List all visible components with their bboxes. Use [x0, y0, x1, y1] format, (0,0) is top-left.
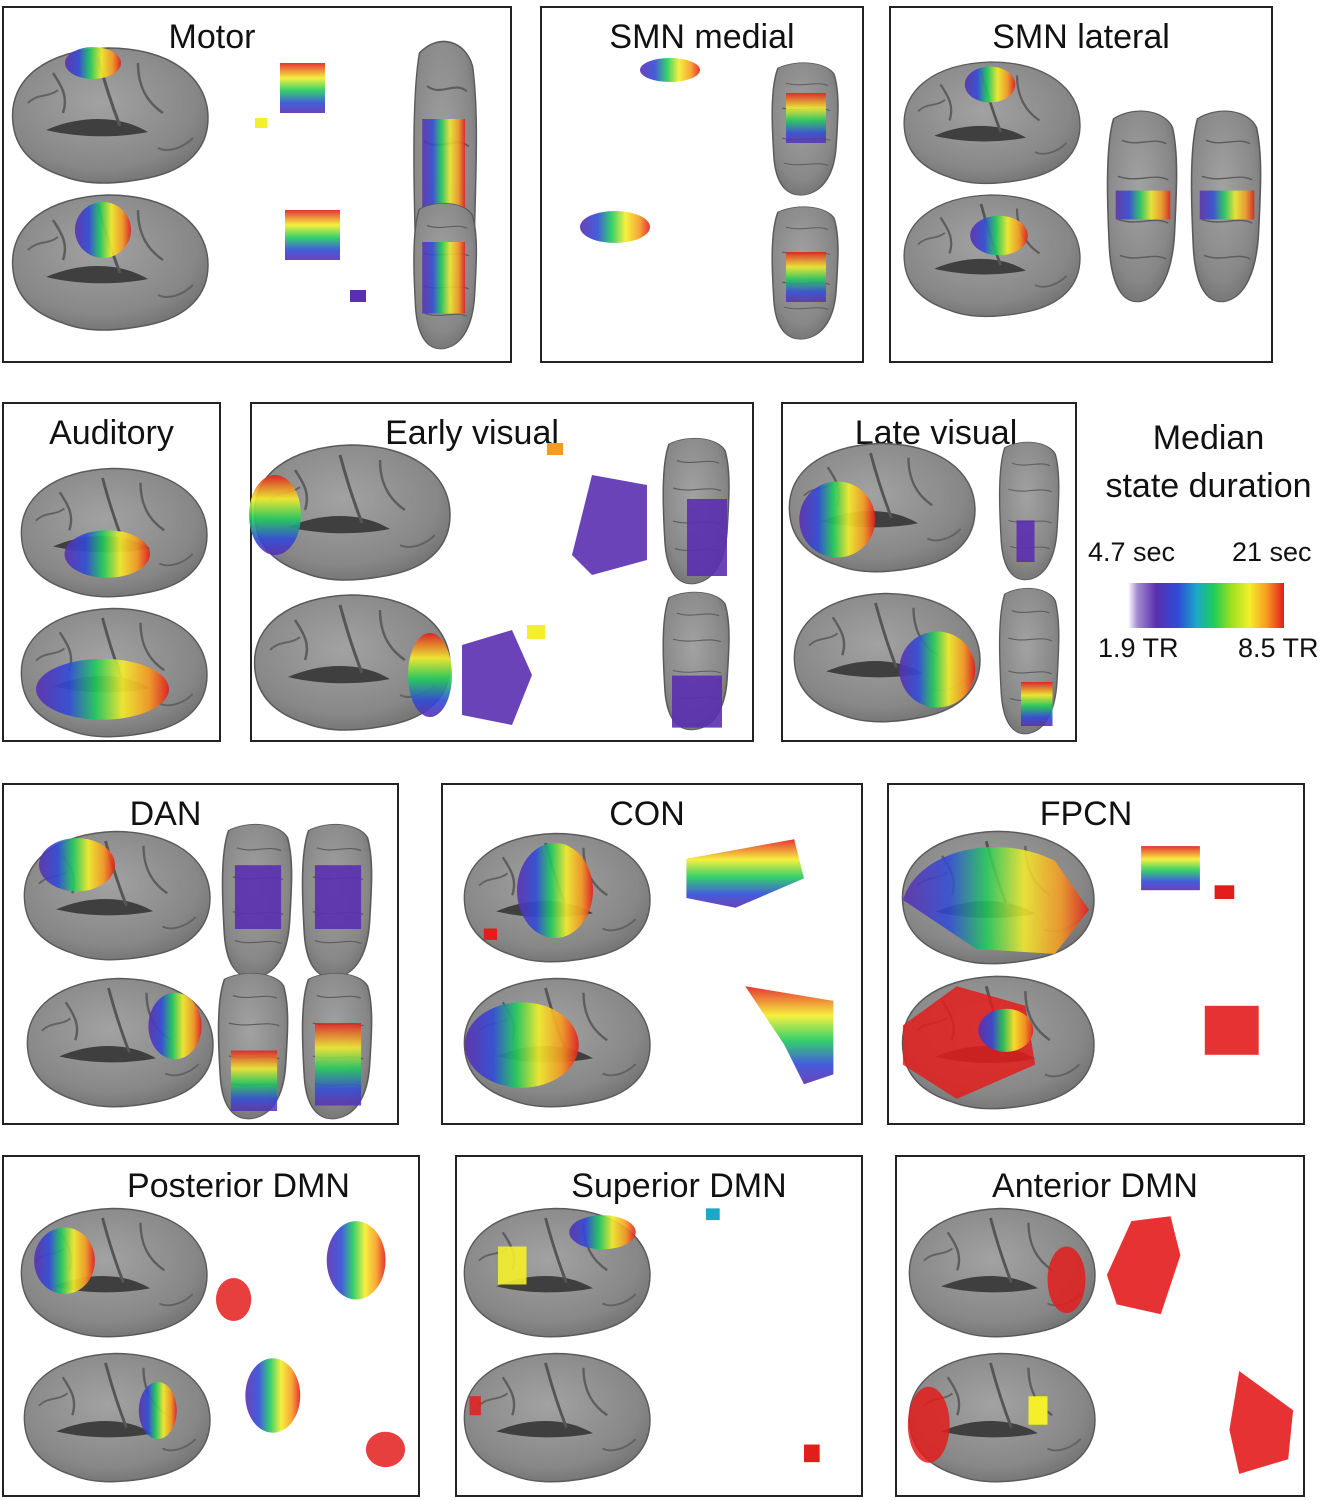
- panel-title-smn-medial: SMN medial: [609, 18, 795, 56]
- con-lh-lateral: [462, 832, 652, 964]
- fpcn-rh-lateral: [901, 974, 1096, 1111]
- smn-medial-lh-dorsal: [771, 61, 839, 197]
- smn-medial-rh-medial: [580, 211, 650, 243]
- panel-title-early-visual: Early visual: [385, 414, 559, 452]
- auditory-rh-lateral: [19, 607, 209, 739]
- dan-rh-lateral: [25, 977, 215, 1109]
- anterior-dmn-lh-medial: [1106, 1216, 1181, 1315]
- colorbar-legend: Median state duration 4.7 sec 21 sec 1.9…: [1082, 415, 1335, 675]
- posterior-dmn-rh-lateral: [22, 1352, 212, 1484]
- dan-ventral-right: [301, 972, 373, 1120]
- panel-title-superior-dmn: Superior DMN: [571, 1167, 787, 1205]
- legend-max-tr: 8.5 TR: [1238, 633, 1319, 663]
- motor-lh-lateral: [11, 46, 210, 185]
- superior-dmn-lh-lateral: [462, 1207, 652, 1339]
- panel-title-con: CON: [609, 795, 685, 833]
- early-visual-lh-lateral: [249, 443, 452, 582]
- panel-title-dan: DAN: [129, 795, 202, 833]
- late-visual-rh-dorsal: [998, 587, 1060, 735]
- legend-min-tr: 1.9 TR: [1098, 633, 1179, 663]
- con-rh-lateral: [462, 977, 652, 1109]
- panel-title-anterior-dmn: Anterior DMN: [992, 1167, 1198, 1205]
- panel-title-motor: Motor: [168, 18, 256, 56]
- superior-dmn-rh-medial: [804, 1444, 820, 1463]
- anterior-dmn-rh-lateral: [907, 1352, 1097, 1484]
- panel-title-auditory: Auditory: [49, 414, 174, 452]
- early-visual-rh-medial: [462, 625, 545, 725]
- posterior-dmn-rh-medial: [245, 1358, 406, 1468]
- panel-title-fpcn: FPCN: [1039, 795, 1133, 833]
- dan-lh-lateral: [22, 830, 212, 962]
- anterior-dmn-rh-medial: [1229, 1371, 1294, 1474]
- fpcn-rh-medial: [1204, 1005, 1259, 1055]
- auditory-lh-lateral: [19, 467, 209, 599]
- legend-title-line1: Median: [1152, 419, 1265, 457]
- panel-title-posterior-dmn: Posterior DMN: [127, 1167, 350, 1205]
- dan-ventral-left: [217, 972, 289, 1120]
- con-lh-medial: [686, 839, 804, 908]
- early-visual-rh-lateral: [253, 593, 452, 732]
- legend-min-sec: 4.7 sec: [1088, 537, 1176, 567]
- posterior-dmn-lh-lateral: [19, 1207, 209, 1339]
- posterior-dmn-lh-medial: [215, 1221, 386, 1322]
- dan-dorsal-left: [221, 823, 293, 979]
- legend-title-line2: state duration: [1105, 467, 1312, 505]
- motor-lh-medial: [255, 63, 325, 128]
- dan-dorsal-right: [301, 823, 373, 979]
- anterior-dmn-lh-lateral: [907, 1207, 1097, 1339]
- smn-lateral-rh-lateral: [902, 193, 1082, 318]
- fpcn-lh-medial: [1141, 846, 1235, 900]
- early-visual-lh-dorsal: [662, 437, 730, 585]
- late-visual-rh-lateral: [792, 592, 982, 724]
- con-rh-medial: [745, 986, 834, 1085]
- superior-dmn-rh-lateral: [462, 1352, 652, 1484]
- motor-rh-lateral: [11, 193, 210, 332]
- smn-medial-lh-medial: [640, 58, 700, 82]
- fpcn-lh-lateral: [901, 829, 1096, 966]
- superior-dmn-lh-medial: [706, 1208, 720, 1221]
- late-visual-lh-lateral: [787, 442, 977, 574]
- smn-lateral-lh-lateral: [902, 60, 1082, 185]
- colorbar-gradient: [1128, 583, 1284, 628]
- motor-rh-dorsal: [412, 202, 478, 350]
- smn-medial-rh-dorsal: [771, 205, 839, 341]
- panel-title-smn-lateral: SMN lateral: [992, 18, 1170, 56]
- legend-max-sec: 21 sec: [1232, 537, 1312, 567]
- early-visual-lh-medial: [547, 443, 647, 575]
- smn-lateral-dorsal-right: [1190, 110, 1262, 303]
- early-visual-rh-dorsal: [662, 591, 730, 731]
- late-visual-lh-dorsal: [998, 441, 1060, 581]
- smn-lateral-dorsal-left: [1106, 110, 1178, 303]
- motor-rh-medial: [285, 210, 366, 302]
